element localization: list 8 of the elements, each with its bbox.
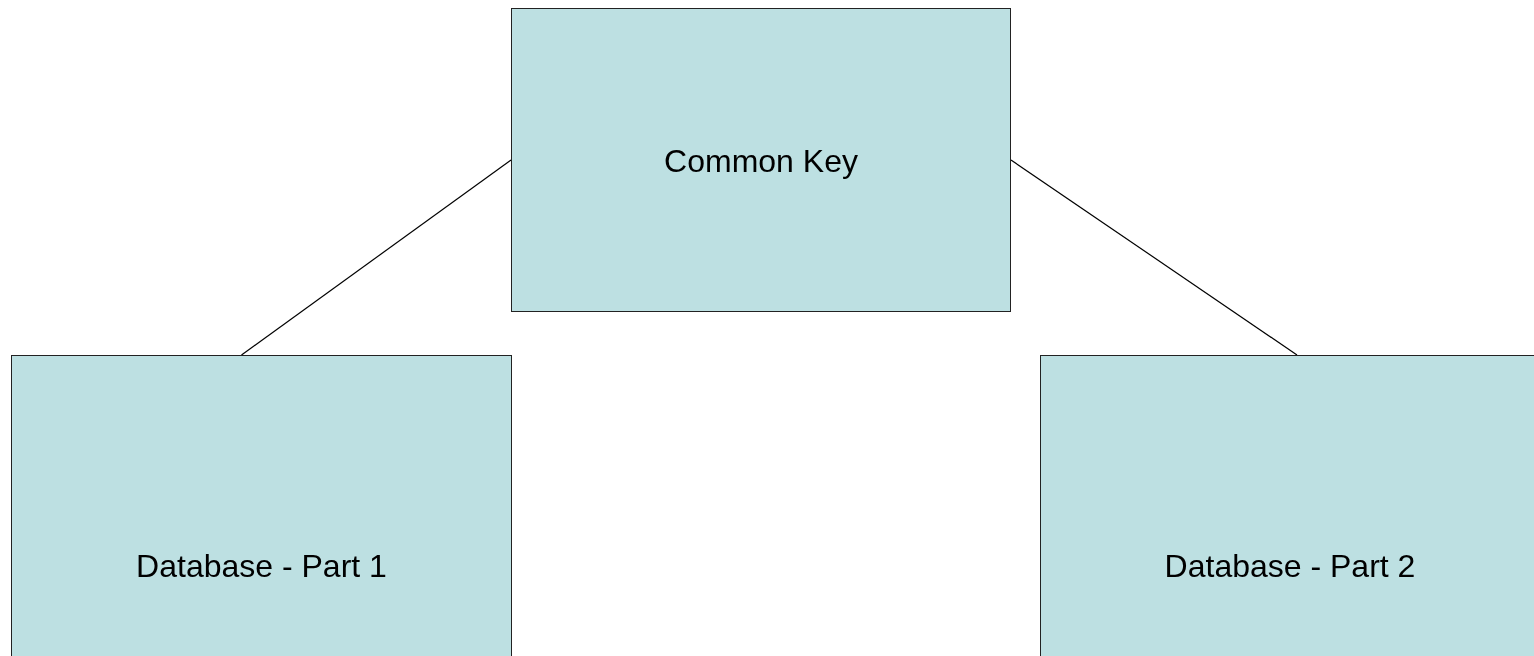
box-label: Database - Part 1 xyxy=(135,548,388,585)
box-label: Database - Part 2 xyxy=(1163,548,1417,585)
database-box xyxy=(11,355,512,656)
connector-line xyxy=(240,159,512,356)
database-box xyxy=(511,8,1011,312)
database-box xyxy=(1040,355,1534,656)
connector-line xyxy=(1010,159,1298,356)
box-label: Common Key xyxy=(663,143,859,180)
